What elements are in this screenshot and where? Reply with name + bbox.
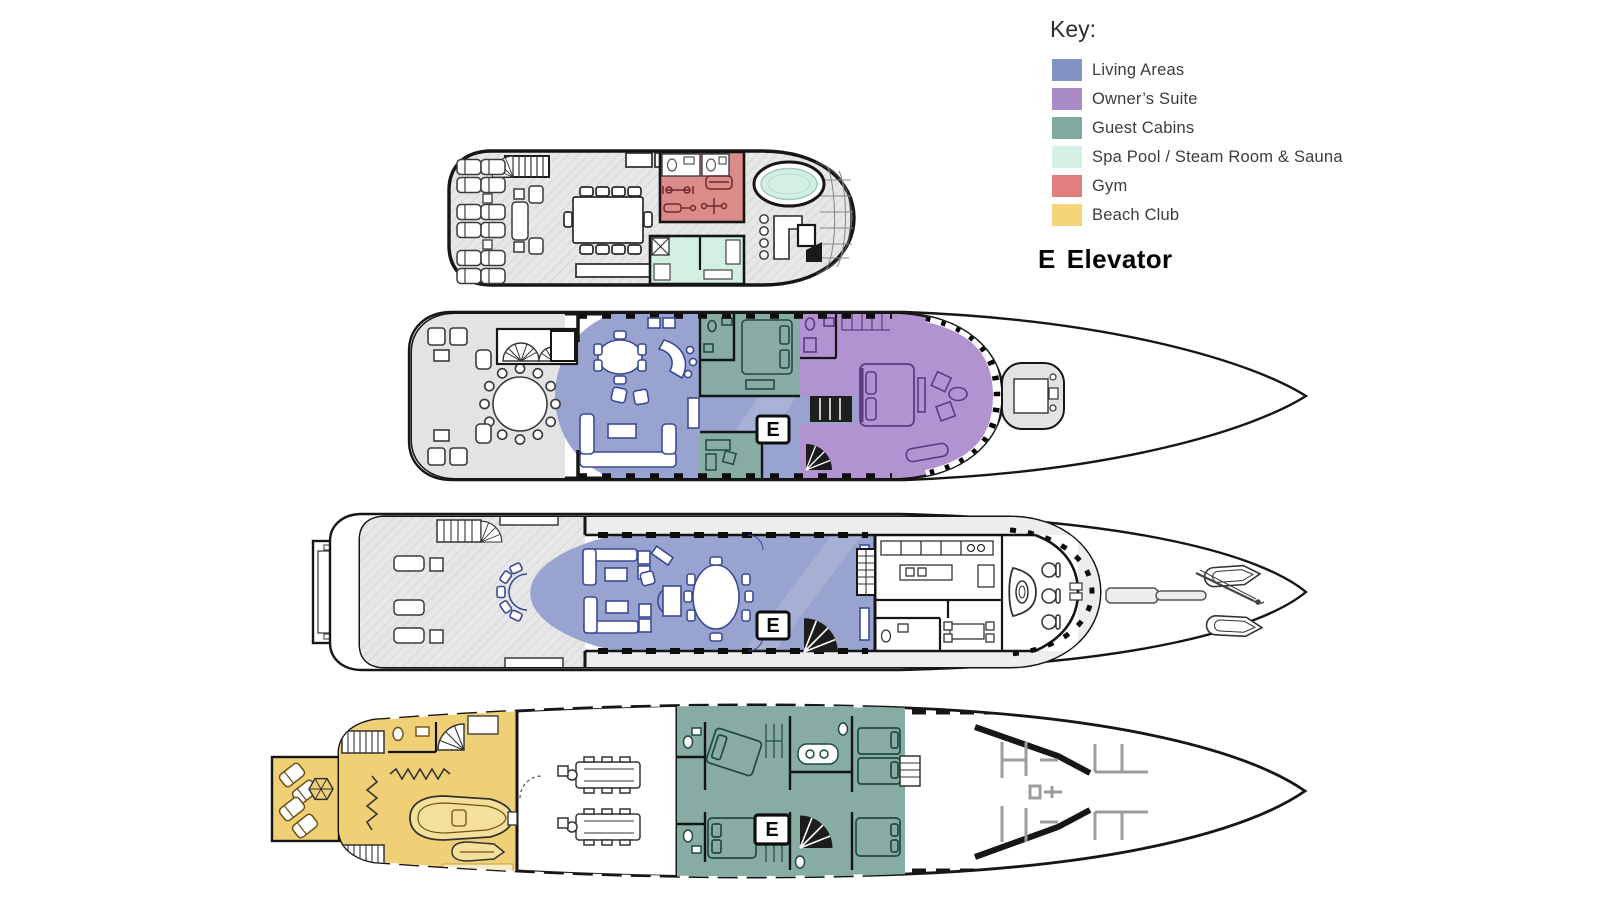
legend-item-beach-club: Beach Club: [1052, 204, 1343, 226]
sun-deck-spa-pool: [752, 160, 826, 208]
legend-label: Guest Cabins: [1092, 118, 1195, 137]
legend-label: Owner’s Suite: [1092, 89, 1198, 108]
elevator-marker: E: [766, 419, 779, 441]
deck-plan-bridge-deck: E: [407, 310, 1309, 482]
tender-boat-icon: [409, 795, 514, 841]
main-elevator: E: [755, 610, 839, 653]
deck-plan-sun-deck: [447, 149, 856, 287]
legend-label: Living Areas: [1092, 60, 1185, 79]
elevator-marker: E: [766, 615, 779, 637]
bridge-owners-suite: [800, 314, 1002, 478]
bridge-guest-cabin: [698, 314, 802, 398]
legend-label: Beach Club: [1092, 205, 1180, 224]
crane-icon: [1195, 569, 1265, 605]
kayak-icon: [1203, 564, 1264, 638]
legend-item-gym: Gym: [1052, 175, 1343, 197]
gym-fixtures: [666, 156, 727, 172]
legend-label: Gym: [1092, 176, 1128, 195]
sun-deck-seating: [511, 185, 544, 255]
sun-deck-spa-rooms: [648, 234, 746, 286]
main-wheelhouse: [1008, 527, 1095, 657]
bridge-elevator: E: [755, 414, 791, 445]
sun-deck-dining: [563, 152, 669, 278]
legend: Key: Living Areas Owner’s Suite Guest Ca…: [1038, 16, 1343, 275]
elevator-marker: E: [765, 819, 778, 841]
elevator-note: E Elevator: [1038, 244, 1343, 275]
legend-item-spa: Spa Pool / Steam Room & Sauna: [1052, 146, 1343, 168]
deck-plan-main-deck: E: [311, 512, 1308, 672]
legend-item-guest-cabins: Guest Cabins: [1052, 117, 1343, 139]
sun-deck-stairs: [491, 155, 550, 178]
legend-label: Spa Pool / Steam Room & Sauna: [1092, 147, 1343, 166]
legend-swatch-owners-suite: [1052, 88, 1082, 110]
sun-deck-gym: [658, 150, 746, 224]
main-salon-furniture: [496, 534, 870, 652]
lower-guest-cabins: [677, 706, 921, 878]
legend-swatch-guest-cabins: [1052, 117, 1082, 139]
legend-swatch-living: [1052, 59, 1082, 81]
legend-item-owners-suite: Owner’s Suite: [1052, 88, 1343, 110]
gym-equipment-icons: [662, 175, 733, 214]
main-bow-gear: [1105, 564, 1265, 638]
sun-deck-bar: [759, 214, 822, 262]
lower-elevator: E: [753, 813, 791, 846]
bridge-aft-furniture: [427, 327, 561, 466]
legend-swatch-beach-club: [1052, 204, 1082, 226]
umbrella-icon: [308, 777, 334, 801]
bridge-study: [700, 430, 764, 478]
sun-deck-bow-grid: [815, 161, 853, 275]
legend-swatch-spa: [1052, 146, 1082, 168]
lower-engine-room: [519, 706, 679, 878]
main-aft-stairs: [436, 519, 503, 543]
bridge-stairbox: [495, 327, 579, 366]
bridge-lounge-furniture: [579, 317, 700, 468]
elevator-note-label: Elevator: [1066, 244, 1173, 274]
legend-item-living: Living Areas: [1052, 59, 1343, 81]
elevator-note-symbol: E: [1038, 244, 1056, 274]
deck-plan-lower-deck: E: [270, 701, 1308, 881]
lower-stern-platform: [270, 755, 341, 843]
sun-deck-loungers: [456, 158, 506, 285]
legend-swatch-gym: [1052, 175, 1082, 197]
main-aft-furniture: [393, 517, 564, 667]
legend-title: Key:: [1050, 16, 1097, 42]
bridge-bow-platform: [1001, 362, 1065, 430]
main-galley: [856, 535, 1004, 651]
